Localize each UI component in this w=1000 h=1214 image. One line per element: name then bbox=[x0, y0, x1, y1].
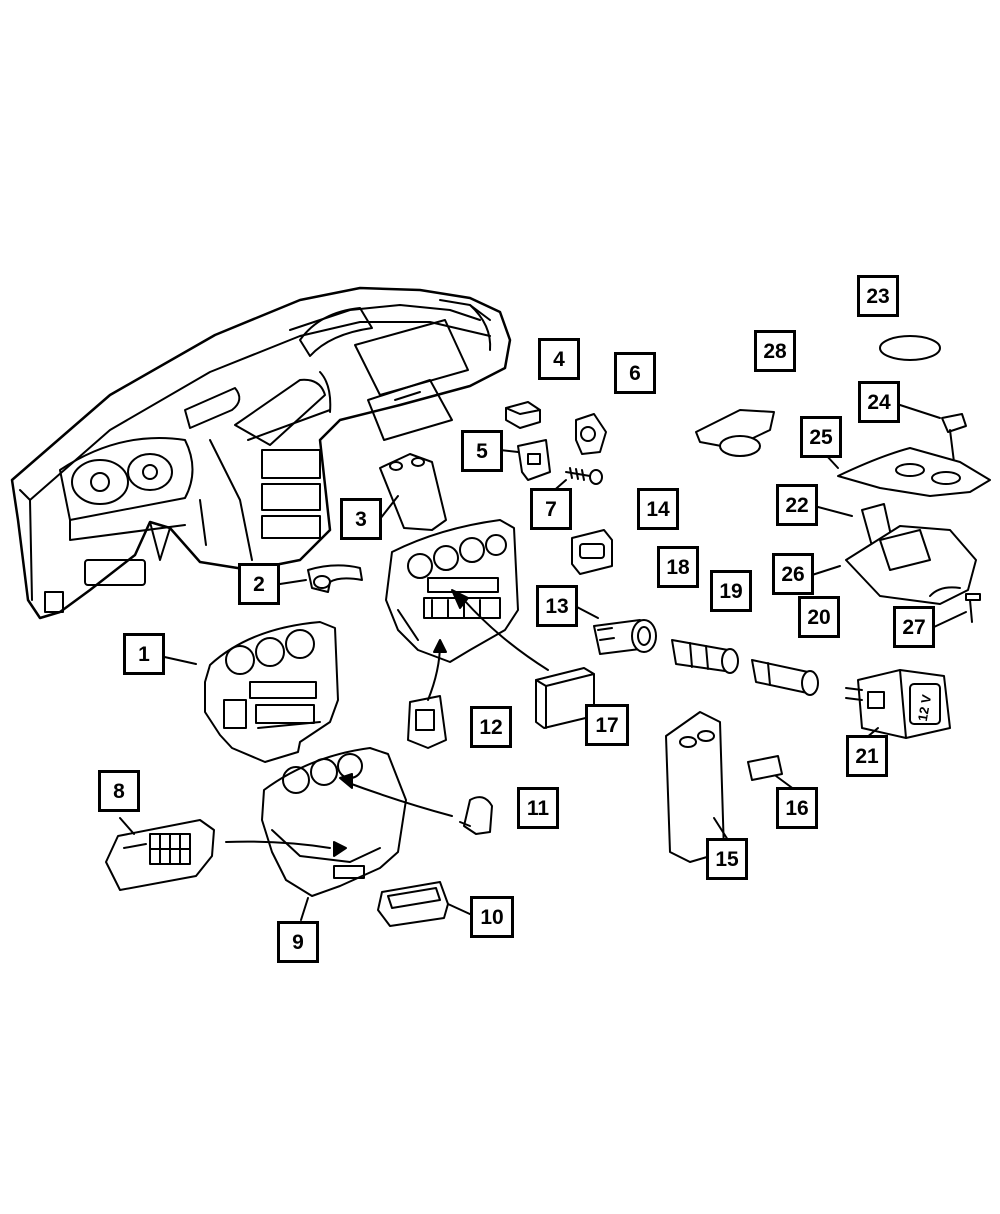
console-trim-part-25 bbox=[838, 448, 990, 496]
bracket-part-11 bbox=[460, 797, 492, 834]
callout-14[interactable]: 14 bbox=[637, 488, 679, 530]
switch-part-28 bbox=[696, 410, 774, 456]
center-bezel-part bbox=[205, 622, 338, 762]
callout-16[interactable]: 16 bbox=[776, 787, 818, 829]
power-outlet-part-21 bbox=[846, 670, 950, 738]
callout-25[interactable]: 25 bbox=[800, 416, 842, 458]
switch-part-14 bbox=[572, 530, 612, 574]
screw-part-27 bbox=[966, 594, 980, 622]
clip-part-2 bbox=[308, 565, 362, 592]
callout-11[interactable]: 11 bbox=[517, 787, 559, 829]
switch-part-4 bbox=[506, 402, 540, 428]
callout-19[interactable]: 19 bbox=[710, 570, 752, 612]
screw-part-7 bbox=[566, 468, 602, 484]
callout-27[interactable]: 27 bbox=[893, 606, 935, 648]
switch-bank-part-8 bbox=[106, 820, 214, 890]
callout-21[interactable]: 21 bbox=[846, 735, 888, 777]
callout-18[interactable]: 18 bbox=[657, 546, 699, 588]
callout-2[interactable]: 2 bbox=[238, 563, 280, 605]
trim-part-3 bbox=[380, 454, 446, 530]
assembly-arrows bbox=[226, 590, 548, 856]
callout-28[interactable]: 28 bbox=[754, 330, 796, 372]
callout-10[interactable]: 10 bbox=[470, 896, 514, 938]
callout-13[interactable]: 13 bbox=[536, 585, 578, 627]
instrument-panel-drawing bbox=[12, 288, 510, 618]
callout-26[interactable]: 26 bbox=[772, 553, 814, 595]
bracket-part-5 bbox=[518, 440, 550, 480]
callout-6[interactable]: 6 bbox=[614, 352, 656, 394]
callout-15[interactable]: 15 bbox=[706, 838, 748, 880]
callout-20[interactable]: 20 bbox=[798, 596, 840, 638]
callout-9[interactable]: 9 bbox=[277, 921, 319, 963]
callout-4[interactable]: 4 bbox=[538, 338, 580, 380]
callout-17[interactable]: 17 bbox=[585, 704, 629, 746]
callout-1[interactable]: 1 bbox=[123, 633, 165, 675]
callout-12[interactable]: 12 bbox=[470, 706, 512, 748]
callout-8[interactable]: 8 bbox=[98, 770, 140, 812]
bracket-part-12 bbox=[408, 696, 446, 748]
callout-22[interactable]: 22 bbox=[776, 484, 818, 526]
cover-part-16 bbox=[748, 756, 782, 780]
cap-part-23 bbox=[879, 335, 941, 361]
callout-24[interactable]: 24 bbox=[858, 381, 900, 423]
socket-label: 12 V bbox=[915, 693, 934, 722]
switch-part-6 bbox=[576, 414, 606, 454]
console-body-part-26 bbox=[846, 526, 976, 604]
callout-5[interactable]: 5 bbox=[461, 430, 503, 472]
bolt-part-24 bbox=[942, 414, 966, 462]
lighter-knob-part-19 bbox=[752, 660, 818, 695]
lower-bezel-part-9 bbox=[262, 748, 406, 896]
callout-23[interactable]: 23 bbox=[857, 275, 899, 317]
callout-7[interactable]: 7 bbox=[530, 488, 572, 530]
ashtray-part-10 bbox=[378, 882, 448, 926]
callout-3[interactable]: 3 bbox=[340, 498, 382, 540]
lighter-element-part-18 bbox=[672, 640, 738, 673]
lighter-socket-part-13 bbox=[594, 620, 656, 654]
